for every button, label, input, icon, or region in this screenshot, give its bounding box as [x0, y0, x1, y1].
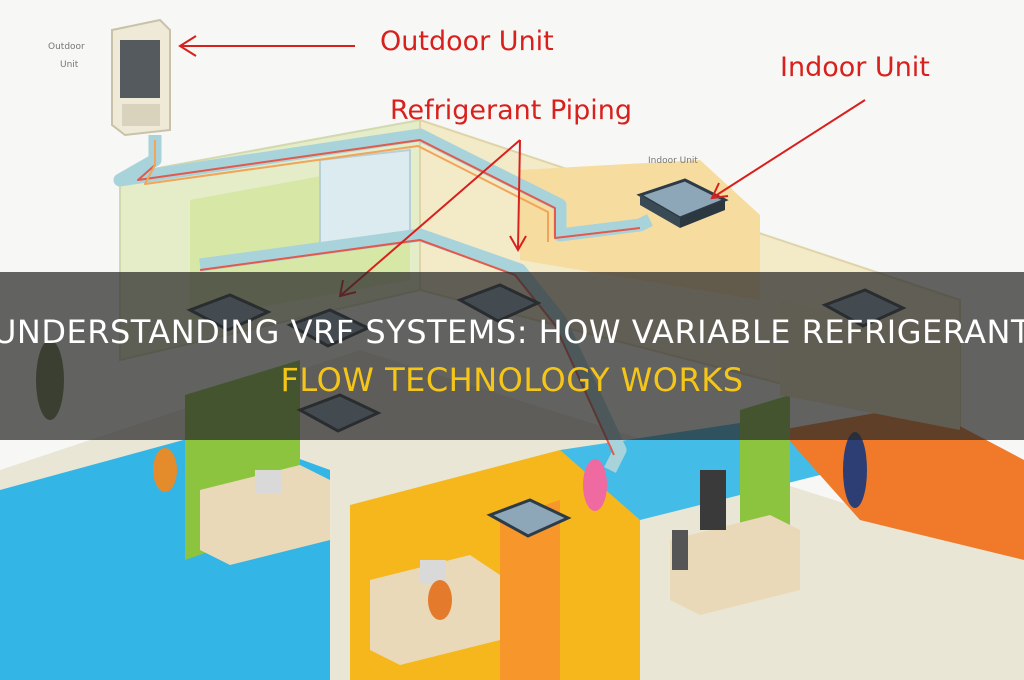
- person-center: [583, 459, 607, 511]
- arrow-piping-left: [339, 139, 521, 297]
- monitor-left: [255, 470, 281, 494]
- partition-orange-center: [500, 500, 560, 680]
- desk-left: [200, 465, 330, 565]
- arrowhead-outdoor-unit: [178, 35, 197, 57]
- arrowhead-piping-right: [509, 235, 527, 253]
- outdoor-unit-icon: [111, 18, 171, 137]
- desk-right: [670, 515, 800, 615]
- refrigerant-pipe-main: [113, 128, 653, 242]
- arrow-indoor-unit: [711, 99, 866, 199]
- outdoor-unit-small-label: Outdoor: [48, 42, 85, 52]
- callout-outdoor-unit: Outdoor Unit: [380, 26, 554, 57]
- person-seated-center: [428, 580, 452, 620]
- outdoor-unit-small-label-line2: Unit: [60, 60, 79, 70]
- callout-refrigerant-piping: Refrigerant Piping: [390, 95, 633, 126]
- title-banner: UNDERSTANDING VRF SYSTEMS: HOW VARIABLE …: [0, 272, 1024, 440]
- arrow-piping-right: [517, 139, 521, 251]
- monitor-center: [420, 560, 446, 584]
- banner-title-line-2: FLOW TECHNOLOGY WORKS: [280, 361, 744, 399]
- indoor-unit-main: [636, 178, 729, 228]
- floor-orange-right: [780, 405, 1024, 560]
- arrowhead-indoor-unit: [710, 182, 729, 200]
- refrigerant-pipe-inner-orange: [144, 140, 549, 242]
- indoor-unit-lower-center: [486, 498, 572, 538]
- person-seated-left: [153, 448, 177, 492]
- callout-indoor-unit: Indoor Unit: [780, 52, 930, 83]
- pc-tower-center: [672, 530, 688, 570]
- indoor-unit-small-label: Indoor Unit: [648, 156, 698, 166]
- person-right: [843, 432, 867, 508]
- pc-tower-right: [700, 470, 726, 530]
- banner-title-line-1: UNDERSTANDING VRF SYSTEMS: HOW VARIABLE …: [0, 313, 1024, 351]
